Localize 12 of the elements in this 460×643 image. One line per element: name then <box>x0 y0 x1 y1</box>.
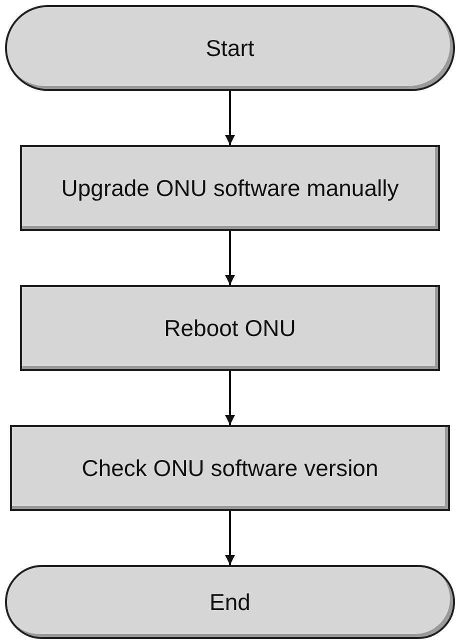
node-text: Check ONU software version <box>80 454 380 483</box>
node-text: Upgrade ONU software manually <box>60 174 400 203</box>
node-text: Reboot ONU <box>163 314 297 343</box>
arrow <box>225 231 235 285</box>
node-text: End <box>208 588 252 617</box>
process-box <box>20 145 440 231</box>
process-box <box>20 285 440 371</box>
arrow <box>225 511 235 565</box>
arrow <box>225 371 235 425</box>
process-box <box>10 425 450 511</box>
node-text: Start <box>204 34 256 63</box>
arrow <box>225 91 235 145</box>
